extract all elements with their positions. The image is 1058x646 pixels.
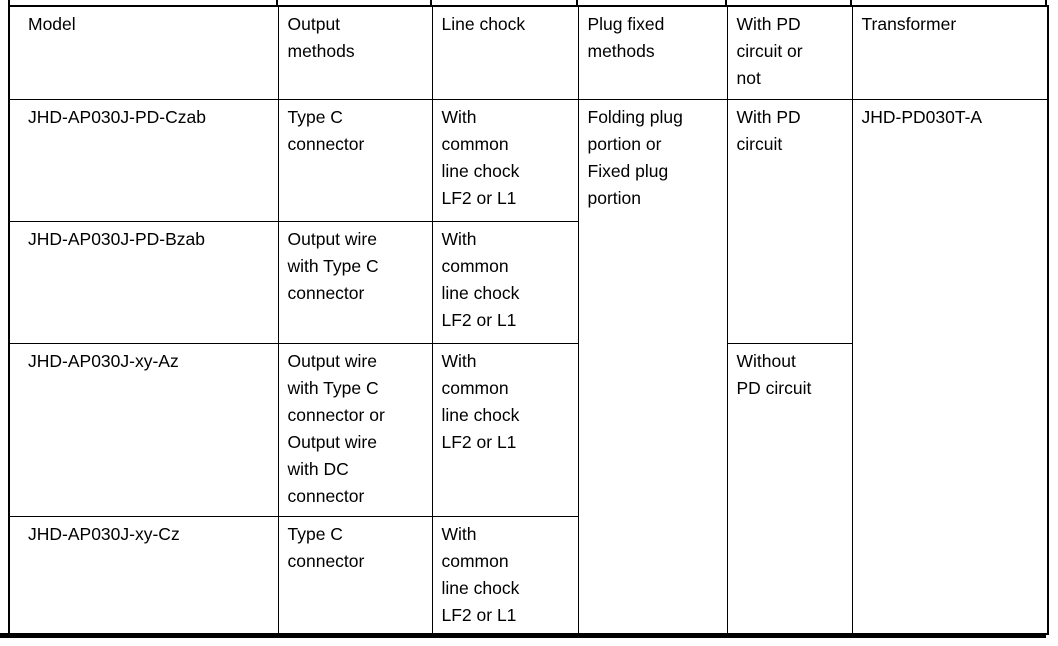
model-spec-table: Model Output methods Line chock Plug fix… — [8, 5, 1049, 635]
table-border-stub — [850, 0, 852, 6]
table-border-stub — [276, 0, 278, 6]
cell-line-chock-row1: With common line chock LF2 or L1 — [431, 98, 579, 222]
cell-model-row2: JHD-AP030J-PD-Bzab — [8, 220, 279, 344]
cell-without-pd-circuit: Without PD circuit — [726, 342, 853, 635]
header-plug-fixed-methods: Plug fixed methods — [577, 5, 728, 100]
cell-transformer: JHD-PD030T-A — [851, 98, 1049, 635]
cell-line-chock-row2: With common line chock LF2 or L1 — [431, 220, 579, 344]
table-header-row: Model Output methods Line chock Plug fix… — [8, 5, 1049, 100]
cell-output-method-row1: Type C connector — [277, 98, 433, 222]
table-row: JHD-AP030J-PD-Bzab Output wire with Type… — [8, 220, 1048, 344]
header-line-chock: Line chock — [431, 5, 579, 100]
header-output-methods: Output methods — [277, 5, 433, 100]
table-border-stub — [725, 0, 727, 6]
header-transformer: Transformer — [851, 5, 1049, 100]
table-row: JHD-AP030J-xy-Cz Type C connector With c… — [8, 515, 1048, 635]
cell-model-row1: JHD-AP030J-PD-Czab — [8, 98, 279, 222]
cell-model-row4: JHD-AP030J-xy-Cz — [8, 515, 279, 635]
cell-line-chock-row3: With common line chock LF2 or L1 — [431, 342, 579, 517]
table-border-stub — [576, 0, 578, 6]
header-pd-circuit-or-not: With PD circuit or not — [726, 5, 853, 100]
cell-model-row3: JHD-AP030J-xy-Az — [8, 342, 279, 517]
cell-line-chock-row4: With common line chock LF2 or L1 — [431, 515, 579, 635]
header-model: Model — [8, 5, 279, 100]
cell-output-method-row3: Output wire with Type C connector or Out… — [277, 342, 433, 517]
cell-with-pd-circuit: With PD circuit — [726, 98, 853, 344]
cell-plug-fixed-methods: Folding plug portion or Fixed plug porti… — [577, 98, 728, 635]
cell-output-method-row2: Output wire with Type C connector — [277, 220, 433, 344]
table-border-stub — [1045, 0, 1047, 6]
page-divider-rule — [0, 633, 1046, 638]
table-border-stub — [8, 0, 10, 6]
cell-output-method-row4: Type C connector — [277, 515, 433, 635]
table-row: JHD-AP030J-PD-Czab Type C connector With… — [8, 98, 1049, 635]
table-row: JHD-AP030J-xy-Az Output wire with Type C… — [8, 342, 1048, 635]
table-border-stub — [430, 0, 432, 6]
